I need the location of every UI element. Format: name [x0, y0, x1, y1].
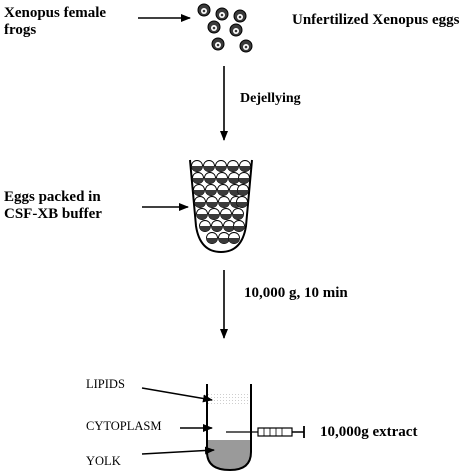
centrifuged-tube — [206, 384, 252, 472]
packed-egg — [205, 184, 217, 196]
packed-egg — [233, 220, 245, 232]
egg — [215, 7, 229, 21]
packed-egg — [211, 220, 223, 232]
packed-egg — [191, 160, 203, 172]
packed-egg — [206, 196, 218, 208]
packed-egg — [192, 172, 204, 184]
egg-cluster — [197, 3, 253, 53]
packed-egg — [194, 196, 206, 208]
packed-egg — [239, 160, 251, 172]
syringe-icon — [226, 426, 305, 438]
arrow-yolk — [141, 446, 215, 455]
packed-egg — [217, 184, 229, 196]
egg — [229, 23, 243, 37]
packed-egg — [206, 232, 218, 244]
packed-egg — [236, 196, 248, 208]
packed-egg — [199, 220, 211, 232]
egg — [207, 20, 221, 34]
packed-egg — [218, 232, 230, 244]
label-packed-line1: Eggs packed in — [4, 189, 101, 205]
egg — [233, 9, 247, 23]
arrow-lipids — [141, 387, 213, 403]
lipid-layer — [208, 392, 250, 406]
packed-egg — [216, 172, 228, 184]
packed-egg — [220, 208, 232, 220]
label-frogs-line2: frogs — [4, 22, 37, 38]
packed-egg — [204, 172, 216, 184]
egg — [197, 3, 211, 17]
label-packed-line2: CSF-XB buffer — [4, 206, 102, 222]
label-extract: 10,000g extract — [320, 424, 418, 440]
egg — [211, 37, 225, 51]
label-frogs-line1: Xenopus female — [4, 5, 107, 21]
packed-egg — [215, 160, 227, 172]
packed-egg — [238, 172, 250, 184]
packed-egg — [196, 208, 208, 220]
packed-egg — [208, 208, 220, 220]
packed-egg — [193, 184, 205, 196]
yolk-layer — [207, 440, 251, 470]
packed-egg — [218, 196, 230, 208]
packed-egg — [232, 208, 244, 220]
packed-egg — [237, 184, 249, 196]
label-lipids: LIPIDS — [86, 377, 125, 391]
packed-egg — [228, 172, 240, 184]
packed-egg — [203, 160, 215, 172]
packed-egg — [227, 160, 239, 172]
packed-tube — [189, 159, 253, 254]
packed-egg — [228, 232, 240, 244]
packed-eggs — [191, 160, 251, 244]
label-dejellying: Dejellying — [240, 91, 301, 106]
label-centrifugation: 10,000 g, 10 min — [244, 285, 348, 301]
egg — [239, 39, 253, 53]
label-cytoplasm: CYTOPLASM — [86, 419, 162, 433]
label-unfertilized-eggs: Unfertilized Xenopus eggs — [292, 12, 460, 28]
packed-egg — [223, 220, 235, 232]
label-yolk: YOLK — [86, 454, 121, 468]
